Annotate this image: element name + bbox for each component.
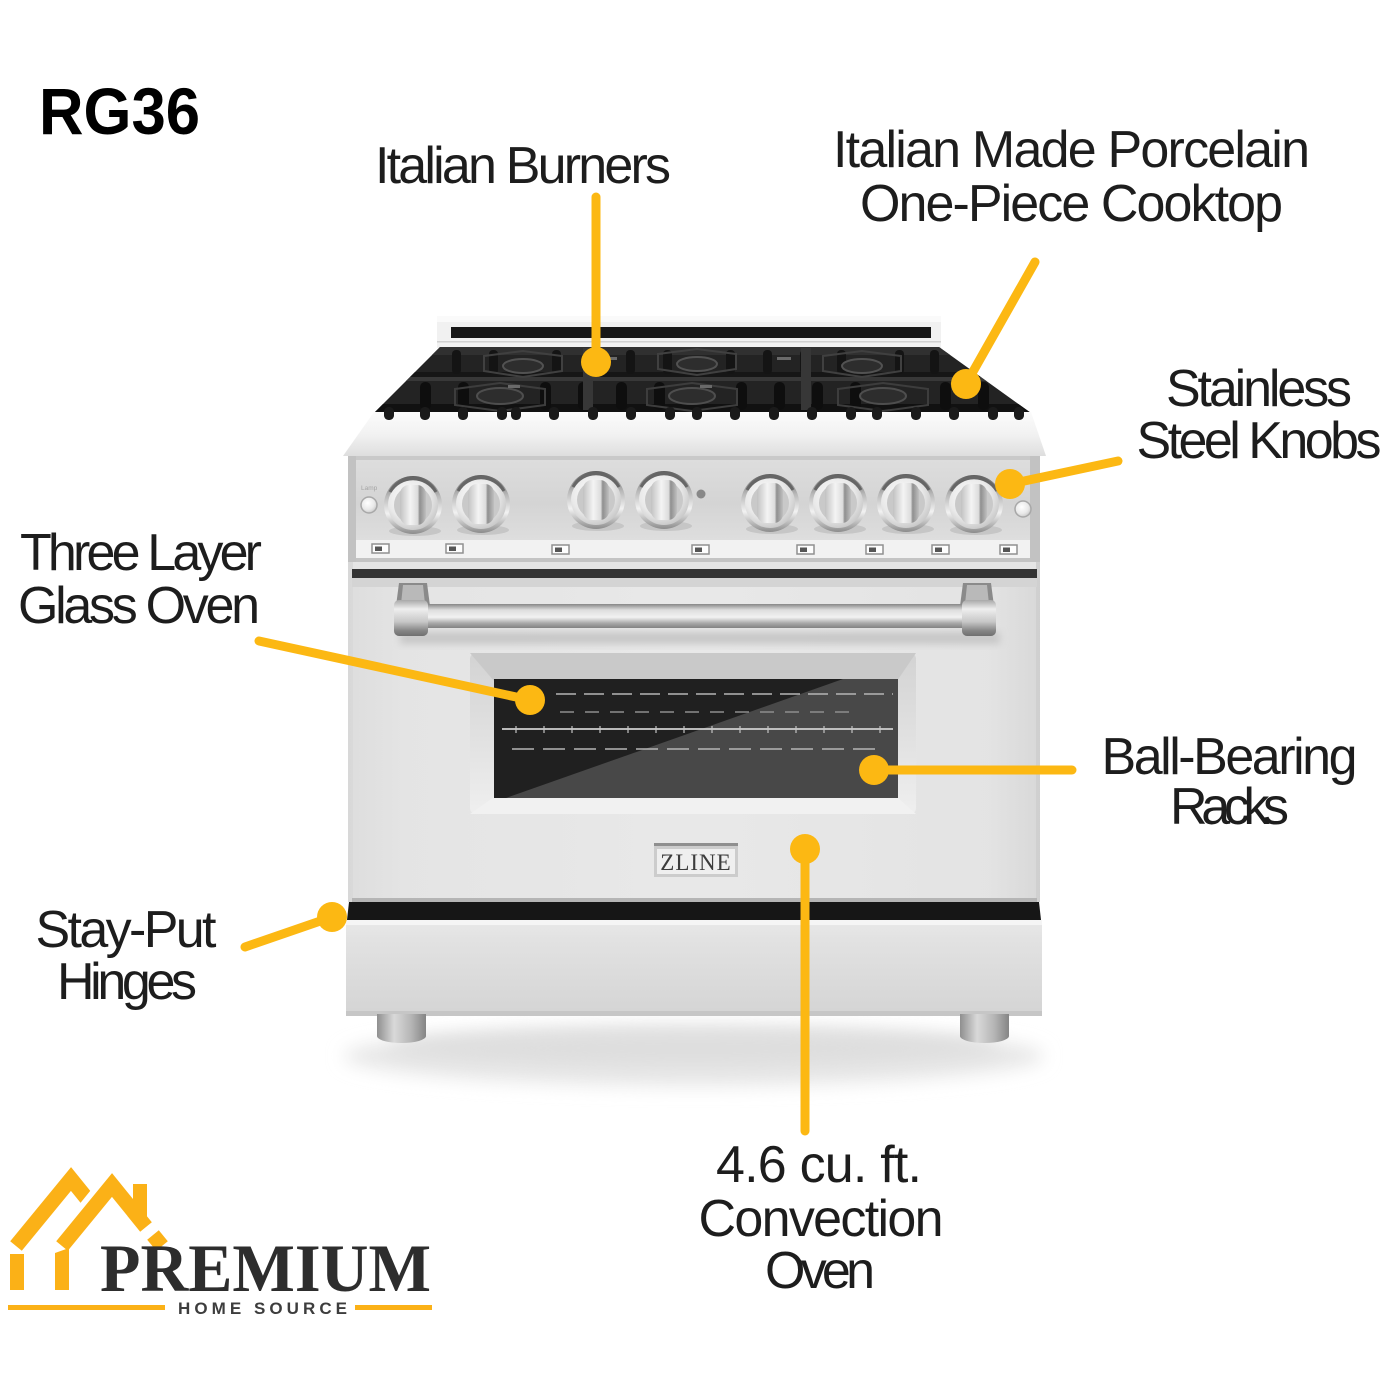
svg-text:Italian Burners: Italian Burners <box>375 137 671 195</box>
svg-text:Convection: Convection <box>699 1190 944 1248</box>
svg-text:RG36: RG36 <box>39 74 200 148</box>
svg-text:ZLINE: ZLINE <box>660 850 731 875</box>
svg-text:Steel Knobs: Steel Knobs <box>1137 412 1382 470</box>
svg-text:Three Layer: Three Layer <box>20 524 262 582</box>
svg-text:Glass Oven: Glass Oven <box>18 577 260 635</box>
svg-text:Hinges: Hinges <box>57 953 197 1011</box>
svg-text:Stay-Put: Stay-Put <box>36 901 218 959</box>
svg-text:Racks: Racks <box>1170 778 1289 836</box>
svg-text:HOME SOURCE: HOME SOURCE <box>178 1299 347 1318</box>
svg-text:Ball-Bearing: Ball-Bearing <box>1102 728 1358 786</box>
svg-text:Stainless: Stainless <box>1166 360 1352 418</box>
svg-text:Italian Made Porcelain: Italian Made Porcelain <box>833 121 1310 179</box>
svg-text:4.6 cu. ft.: 4.6 cu. ft. <box>716 1136 922 1194</box>
svg-text:Lamp: Lamp <box>361 485 378 492</box>
svg-text:Oven: Oven <box>765 1242 875 1300</box>
svg-text:PREMIUM: PREMIUM <box>100 1230 431 1306</box>
svg-text:One-Piece Cooktop: One-Piece Cooktop <box>860 175 1283 233</box>
